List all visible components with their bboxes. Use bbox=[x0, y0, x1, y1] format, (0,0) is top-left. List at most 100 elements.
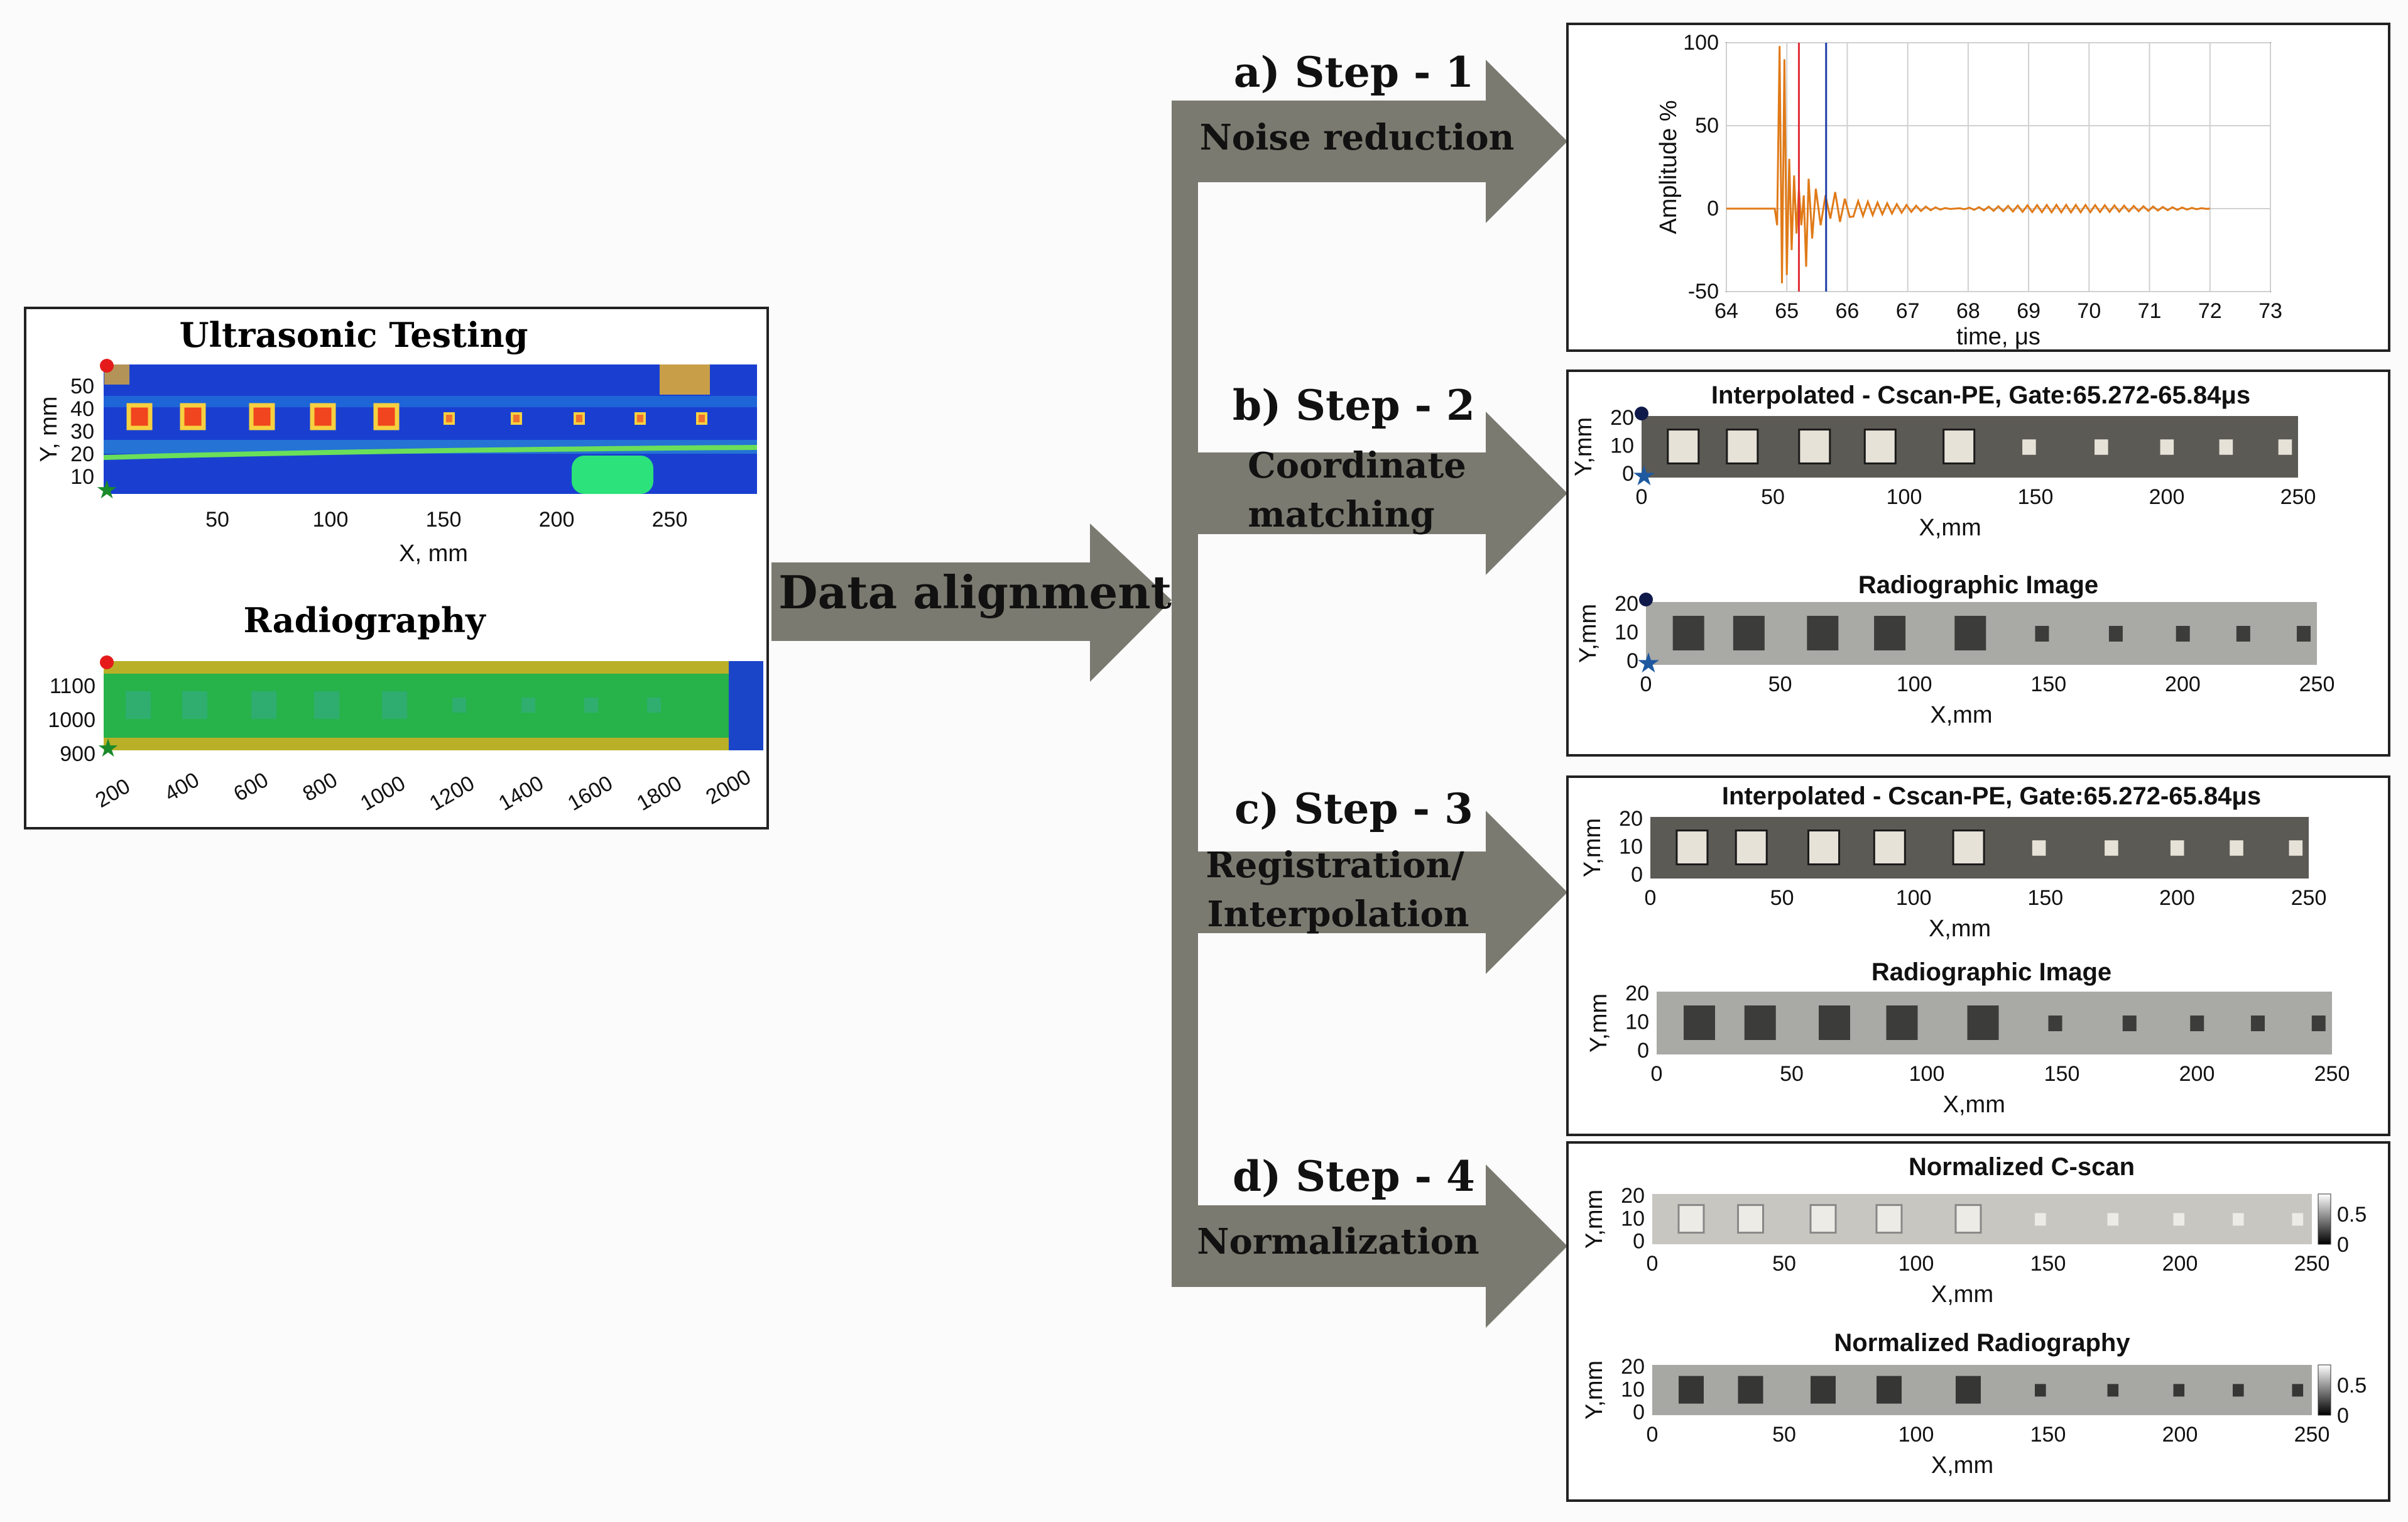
step4-arrow bbox=[1198, 1164, 1567, 1328]
b-radio-title: Radiographic Image bbox=[1858, 571, 2098, 599]
c-radio-defect bbox=[1744, 1005, 1776, 1040]
signal-xtick: 68 bbox=[1956, 299, 1980, 323]
signal-ytick: 50 bbox=[1695, 114, 1719, 138]
rt-origin-dot bbox=[100, 655, 114, 669]
d-cscan-xlabel: X,mm bbox=[1931, 1281, 1993, 1308]
signal-xtick: 66 bbox=[1836, 299, 1860, 323]
b-cscan-defect-small bbox=[2278, 439, 2292, 455]
c-cscan-defect-small bbox=[2032, 840, 2046, 856]
d-radio-ylabel: Y,mm bbox=[1581, 1360, 1608, 1420]
b-cscan-defect bbox=[1726, 429, 1759, 464]
b-cscan-ylabel: Y,mm bbox=[1571, 417, 1597, 476]
c-cscan-defect bbox=[1675, 829, 1709, 865]
d-radio-defect-small bbox=[2107, 1384, 2119, 1397]
b-cscan-ytick: 10 bbox=[1610, 434, 1634, 458]
c-cscan-ytick: 0 bbox=[1631, 863, 1643, 887]
d-radio-defect-small bbox=[2173, 1384, 2185, 1397]
c-radio-defect bbox=[1886, 1005, 1918, 1040]
b-radio-defect bbox=[1874, 616, 1906, 650]
svg-text:150: 150 bbox=[426, 508, 462, 532]
signal-xtick: 72 bbox=[2198, 299, 2222, 323]
signal-xtick: 65 bbox=[1775, 299, 1799, 323]
c-cscan-xtick: 0 bbox=[1645, 886, 1657, 910]
ut-ylabel: Y, mm bbox=[36, 397, 62, 463]
b-radio-ytick: 20 bbox=[1615, 592, 1638, 616]
d-radio-xtick: 0 bbox=[1647, 1423, 1659, 1447]
c-radio-defect bbox=[1819, 1005, 1850, 1040]
rt-yticks: 1100 1000 900 bbox=[48, 674, 95, 766]
c-cscan-defect-small bbox=[2289, 840, 2303, 856]
c-cscan-title: Interpolated - Cscan-PE, Gate:65.272-65.… bbox=[1722, 782, 2261, 810]
b-cscan-xtick: 200 bbox=[2149, 485, 2185, 509]
b-radio-xtick: 150 bbox=[2030, 672, 2066, 696]
c-cscan-defect bbox=[1873, 829, 1906, 865]
b-radio-xlabel: X,mm bbox=[1930, 702, 1992, 728]
c-cscan-xtick: 50 bbox=[1770, 886, 1794, 910]
c-cscan-xtick: 200 bbox=[2159, 886, 2195, 910]
c-radio-defect bbox=[1684, 1005, 1715, 1040]
b-radio-defect bbox=[1807, 616, 1839, 650]
d-radio-defect bbox=[1877, 1376, 1902, 1404]
b-cscan-ytick: 0 bbox=[1622, 462, 1634, 486]
step1-subtitle: Noise reduction bbox=[1200, 117, 1515, 158]
ut-feature bbox=[572, 456, 653, 494]
d-cscan-colorbar-tick: 0.5 bbox=[2337, 1203, 2367, 1227]
d-radio-xtick: 100 bbox=[1899, 1423, 1934, 1447]
d-radio-ytick: 0 bbox=[1633, 1401, 1645, 1425]
b-radio-ytick: 10 bbox=[1615, 620, 1638, 644]
b-radio-defect-small bbox=[2035, 626, 2049, 642]
d-radio-xtick: 200 bbox=[2162, 1423, 2198, 1447]
svg-text:250: 250 bbox=[652, 508, 688, 532]
d-cscan-xtick: 0 bbox=[1647, 1252, 1659, 1276]
d-cscan-ytick: 0 bbox=[1633, 1230, 1645, 1254]
origin-star-icon: ★ bbox=[95, 476, 118, 504]
c-cscan-defect-small bbox=[2170, 840, 2184, 856]
b-radio-defect bbox=[1733, 616, 1765, 650]
d-cscan-defect bbox=[1875, 1204, 1903, 1234]
b-cscan-title: Interpolated - Cscan-PE, Gate:65.272-65.… bbox=[1711, 381, 2250, 409]
b-radio-defect bbox=[1672, 616, 1704, 650]
ut-xlabel: X, mm bbox=[399, 540, 468, 567]
d-radio-xtick: 250 bbox=[2294, 1423, 2330, 1447]
c-radio-xtick: 150 bbox=[2044, 1062, 2080, 1086]
step1-arrow bbox=[1198, 60, 1567, 223]
rt-image-core bbox=[104, 674, 763, 738]
d-cscan-xtick: 200 bbox=[2162, 1252, 2198, 1276]
c-radio-defect-small bbox=[2311, 1016, 2326, 1031]
c-cscan-ytick: 10 bbox=[1619, 835, 1643, 859]
d-radio-defect-small bbox=[2035, 1384, 2046, 1397]
b-radio-defect-small bbox=[2296, 626, 2311, 642]
d-radio-defect bbox=[1956, 1376, 1981, 1404]
c-cscan-defect bbox=[1735, 829, 1768, 865]
d-radio-defect bbox=[1811, 1376, 1836, 1404]
step2-subtitle-line1: Coordinate bbox=[1248, 445, 1466, 486]
c-cscan-ylabel: Y,mm bbox=[1579, 818, 1606, 877]
d-cscan-defect-small bbox=[2233, 1213, 2244, 1226]
vertical-trunk bbox=[1172, 101, 1198, 1287]
step3-arrow bbox=[1198, 811, 1567, 974]
b-cscan-defect-small bbox=[2219, 439, 2233, 455]
b-radio-xtick: 100 bbox=[1897, 672, 1932, 696]
b-cscan-defect-small bbox=[2095, 439, 2108, 455]
signal-ylabel: Amplitude % bbox=[1655, 100, 1682, 234]
b-radio-xtick: 0 bbox=[1640, 672, 1652, 696]
d-cscan-ytick: 10 bbox=[1621, 1207, 1645, 1230]
d-cscan-xtick: 250 bbox=[2294, 1252, 2330, 1276]
rt-image-edge bbox=[729, 661, 763, 750]
d-cscan-defect-small bbox=[2173, 1213, 2185, 1226]
origin-star-icon: ★ bbox=[1636, 648, 1660, 679]
d-radio-defect-small bbox=[2292, 1384, 2304, 1397]
origin-dot bbox=[100, 359, 114, 373]
step4-subtitle: Normalization bbox=[1197, 1221, 1479, 1262]
origin-dot bbox=[1639, 593, 1653, 606]
d-cscan-defect bbox=[1809, 1204, 1837, 1234]
c-cscan-defect-small bbox=[2230, 840, 2243, 856]
c-radio-xtick: 100 bbox=[1909, 1062, 1945, 1086]
d-cscan-defect-small bbox=[2292, 1213, 2304, 1226]
c-radio-defect-small bbox=[2122, 1016, 2137, 1031]
ut-title: Ultrasonic Testing bbox=[179, 315, 528, 355]
svg-text:900: 900 bbox=[60, 742, 95, 766]
